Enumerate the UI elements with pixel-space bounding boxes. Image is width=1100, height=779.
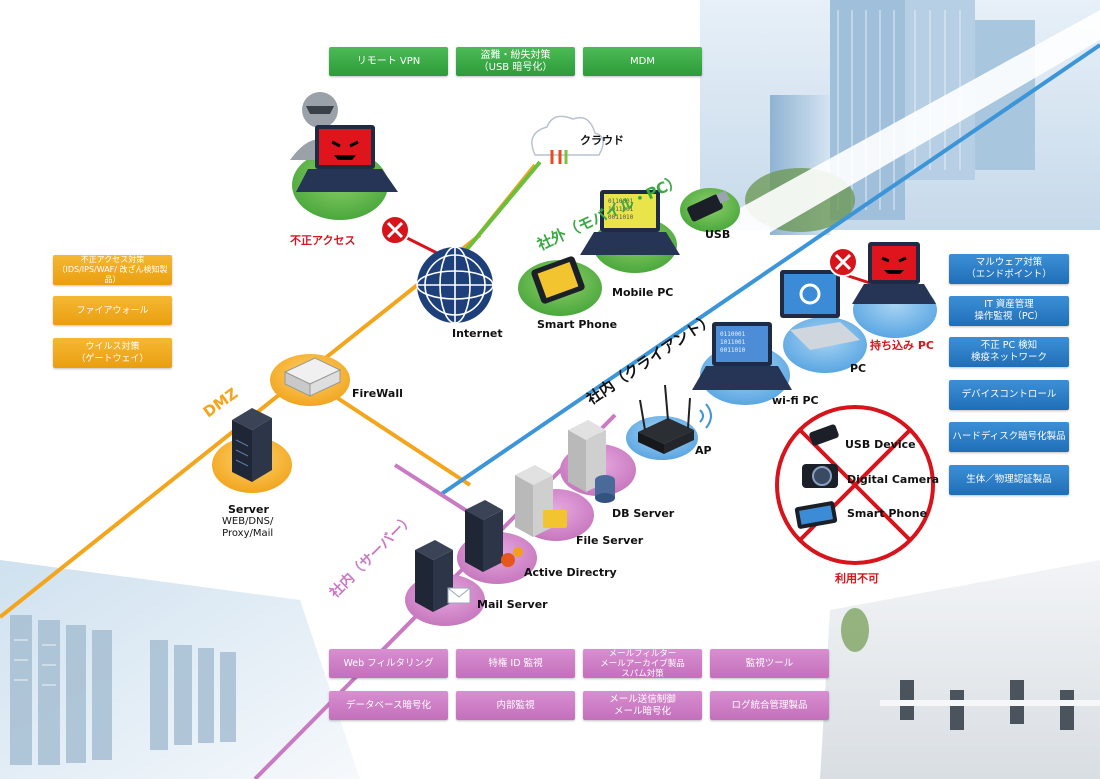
dmz-server-icon (232, 408, 272, 482)
svg-text:0011010: 0011010 (608, 214, 634, 221)
desktop-pc-icon (780, 270, 860, 350)
svg-text:1011001: 1011001 (720, 339, 746, 346)
mail-server-icon (415, 540, 471, 612)
antivirus-gateway-button[interactable]: ウイルス対策 （ゲートウェイ） (53, 338, 172, 368)
biometric-auth-button[interactable]: 生体／物理認証製品 (949, 465, 1069, 495)
server-label: Server (228, 503, 269, 516)
mail-transmission-control-button[interactable]: メール送信制御 メール暗号化 (583, 691, 702, 720)
internet-label: Internet (452, 327, 503, 340)
cloud-label: クラウド (580, 134, 624, 147)
block-icon-left (380, 215, 410, 245)
database-encryption-button[interactable]: データベース暗号化 (329, 691, 448, 720)
hdd-encryption-button[interactable]: ハードディスク暗号化製品 (949, 422, 1069, 452)
malware-endpoint-button[interactable]: マルウェア対策 （エンドポイント） (949, 254, 1069, 284)
smart-phone-icon (531, 256, 585, 304)
wifi-pc-label: wi-fi PC (772, 394, 819, 407)
byod-pc-icon (852, 242, 936, 304)
byod-pc-label: 持ち込み PC (870, 339, 934, 352)
firewall-product-button[interactable]: ファイアウォール (53, 296, 172, 325)
prohibited-caption: 利用不可 (835, 572, 879, 585)
smart-phone-label: Smart Phone (537, 318, 618, 331)
client-line (438, 43, 1100, 497)
firewall-appliance-icon (283, 357, 342, 397)
dmz-line (0, 163, 537, 619)
internet-globe-icon (416, 246, 494, 324)
svg-text:0110001: 0110001 (608, 198, 634, 205)
usb-stick-icon (687, 190, 730, 222)
firewall-label: FireWall (352, 387, 403, 400)
device-control-button[interactable]: デバイスコントロール (949, 380, 1069, 410)
digital-camera-icon (802, 464, 838, 488)
cloud-link (460, 160, 542, 257)
db-server-icon (568, 420, 615, 503)
pc-label: PC (850, 362, 867, 375)
svg-text:0110001: 0110001 (720, 331, 746, 338)
active-directory-server-icon (465, 500, 523, 572)
usb-encryption-button[interactable]: 盗難・紛失対策 （USB 暗号化） (456, 47, 575, 76)
it-asset-management-button[interactable]: IT 資産管理 操作監視（PC） (949, 296, 1069, 326)
usb-label: USB (705, 228, 731, 241)
access-point-icon (638, 384, 712, 454)
block-icon-right (828, 247, 858, 277)
office-background (820, 560, 1100, 779)
svg-text:0011010: 0011010 (720, 347, 746, 354)
cloud-icon (531, 115, 604, 164)
prohibited-symbol (775, 405, 935, 565)
mobile-pc-label: Mobile PC (612, 286, 674, 299)
internal-monitoring-button[interactable]: 内部監視 (456, 691, 575, 720)
unauthorized-access-label: 不正アクセス (290, 234, 356, 247)
remote-vpn-button[interactable]: リモート VPN (329, 47, 448, 76)
privileged-id-monitoring-button[interactable]: 特権 ID 監視 (456, 649, 575, 678)
file-server-icon (515, 465, 567, 537)
mail-filter-button[interactable]: メールフィルター メールアーカイブ製品 スパム対策 (583, 649, 702, 679)
db-server-label: DB Server (612, 507, 675, 520)
active-directory-label: Active Directry (524, 566, 617, 579)
unauthorized-pc-detection-button[interactable]: 不正 PC 検知 検疫ネットワーク (949, 337, 1069, 367)
usb-device-label: USB Device (845, 438, 916, 451)
mail-server-label: Mail Server (477, 598, 548, 611)
monitoring-tool-button[interactable]: 監視ツール (710, 649, 829, 678)
usb-device-icon (809, 424, 839, 446)
smart-phone-prohibited-label: Smart Phone (847, 507, 928, 520)
unauthorized-access-countermeasure-button[interactable]: 不正アクセス対策 （IDS/IPS/WAF/ 改ざん検知製品） (53, 255, 172, 285)
log-management-button[interactable]: ログ統合管理製品 (710, 691, 829, 720)
compromised-laptop-icon (296, 125, 398, 192)
web-filtering-button[interactable]: Web フィルタリング (329, 649, 448, 678)
file-server-label: File Server (576, 534, 644, 547)
ap-label: AP (695, 444, 712, 457)
smart-phone-prohibited-icon (794, 501, 838, 529)
mdm-button[interactable]: MDM (583, 47, 702, 76)
digital-camera-label: Digital Camera (847, 473, 940, 486)
server-sub-label: WEB/DNS/ Proxy/Mail (222, 516, 274, 539)
svg-text:1011001: 1011001 (608, 206, 634, 213)
datacenter-background (0, 560, 360, 779)
